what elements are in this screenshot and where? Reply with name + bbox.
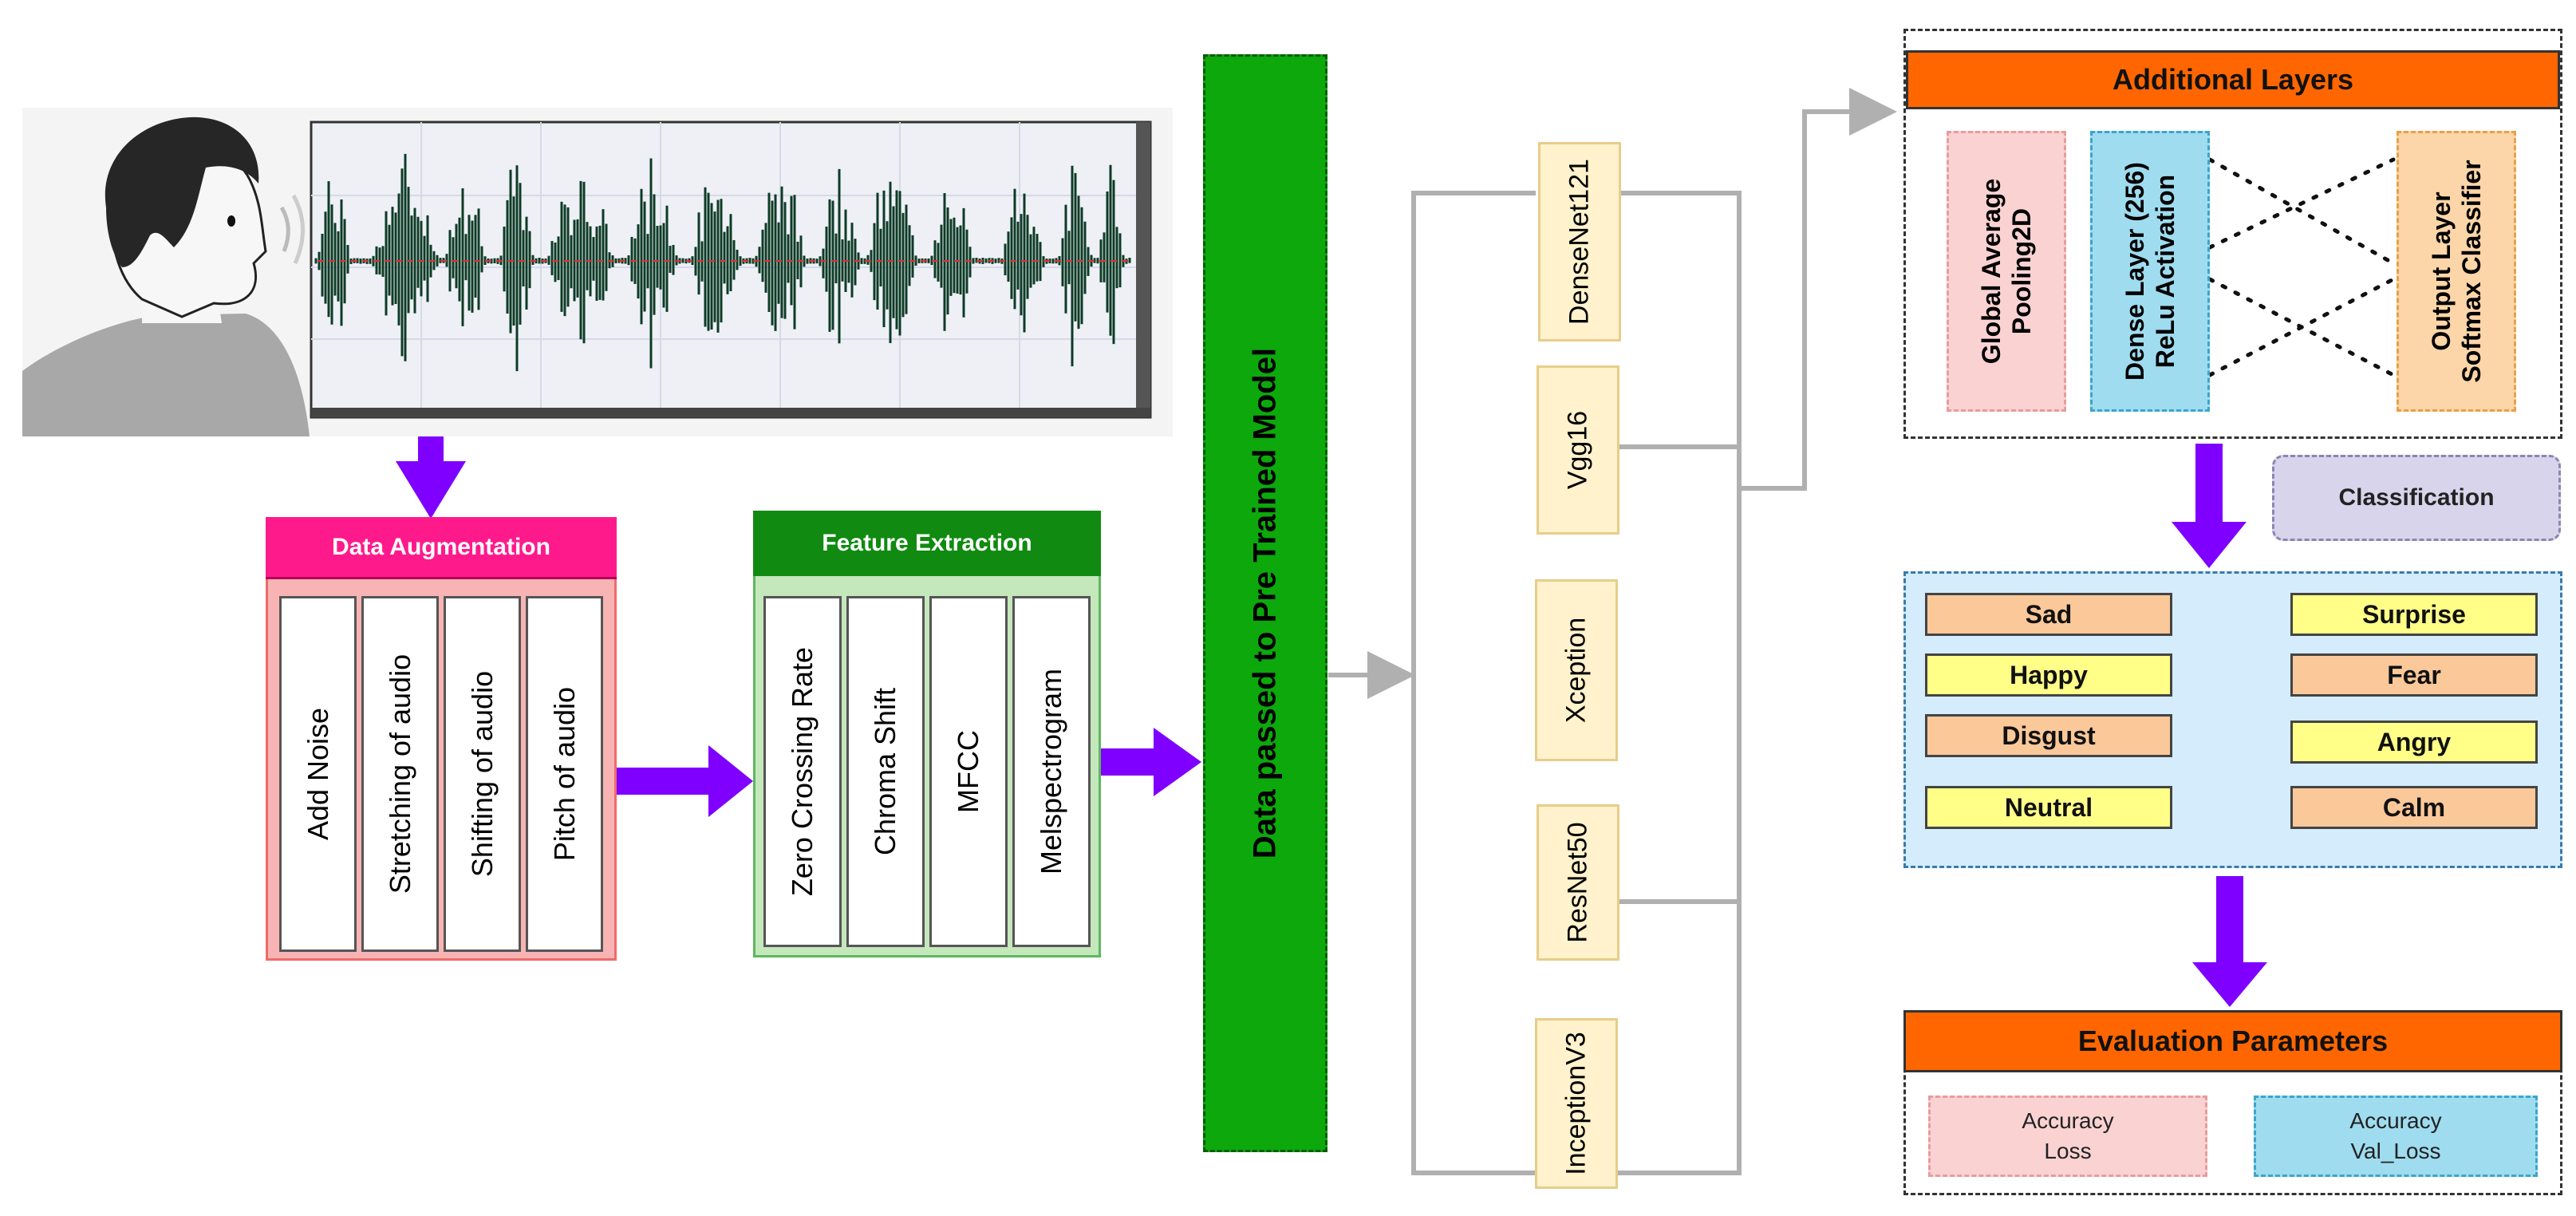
emotion-fear: Fear	[2290, 653, 2538, 697]
speaker-and-waveform	[22, 116, 1152, 436]
classification-label: Classification	[2338, 484, 2495, 511]
arrow-augmentation-to-features-head	[708, 745, 753, 817]
pretrained-model-bar: Data passed to Pre Trained Model	[1203, 54, 1327, 1152]
augmentation-columns: Add Noise Stretching of audio Shifting o…	[279, 596, 603, 952]
augmentation-shifting: Shifting of audio	[444, 596, 521, 952]
evaluation-panel: Evaluation Parameters Accuracy Loss Accu…	[1903, 1010, 2562, 1195]
layer-output-softmax: Output Layer Softmax Classifier	[2397, 131, 2516, 412]
augmentation-stretching: Stretching of audio	[361, 596, 439, 952]
evaluation-train-metrics: Accuracy Loss	[1928, 1096, 2207, 1177]
feature-extraction-title: Feature Extraction	[753, 511, 1101, 576]
emotion-calm: Calm	[2290, 786, 2538, 829]
model-vgg16: Vgg16	[1537, 365, 1619, 535]
data-augmentation-title: Data Augmentation	[266, 517, 617, 579]
additional-layers-panel: Additional Layers	[1903, 29, 2562, 439]
data-augmentation-block: Data Augmentation Add Noise Stretching o…	[266, 517, 617, 961]
arrow-features-to-pretrained-head	[1154, 728, 1201, 796]
emotion-neutral: Neutral	[1925, 786, 2172, 829]
arrow-layers-to-classes-head	[2172, 522, 2247, 568]
feature-extraction-block: Feature Extraction Zero Crossing Rate Ch…	[753, 511, 1101, 957]
emotion-angry: Angry	[2290, 721, 2538, 764]
emotion-sad: Sad	[1925, 593, 2172, 636]
evaluation-title: Evaluation Parameters	[1903, 1010, 2562, 1072]
arrow-classes-to-evaluation-head	[2192, 962, 2267, 1007]
arrow-layers-to-classes	[2195, 444, 2223, 523]
model-densenet121: DenseNet121	[1538, 142, 1621, 342]
dense-to-output-links	[2207, 157, 2396, 377]
augmentation-add-noise: Add Noise	[279, 596, 357, 952]
waveform-timeline	[311, 408, 1150, 417]
feature-mfcc: MFCC	[929, 596, 1008, 947]
train-metric-accuracy: Accuracy	[2022, 1108, 2114, 1133]
augmentation-pitch: Pitch of audio	[526, 596, 603, 952]
model-inceptionv3: InceptionV3	[1535, 1018, 1618, 1189]
arrow-features-to-pretrained	[1101, 748, 1157, 776]
emotion-classes-panel: Sad Happy Disgust Neutral Surprise Fear …	[1903, 571, 2562, 868]
evaluation-validation-metrics: Accuracy Val_Loss	[2254, 1096, 2538, 1177]
emotion-surprise: Surprise	[2290, 593, 2538, 636]
layer-global-average-pooling: Global Average Pooling2D	[1947, 131, 2066, 412]
arrow-wave-to-augmentation-head	[396, 461, 466, 519]
waveform-scrollbar	[1136, 122, 1150, 417]
arrow-augmentation-to-features	[616, 768, 712, 795]
dense-line-2: ReLu Activation	[2151, 174, 2180, 369]
speaker-icon	[22, 116, 310, 436]
bracket-right	[1615, 191, 1742, 1175]
feature-zero-crossing-rate: Zero Crossing Rate	[763, 596, 842, 947]
val-metric-val-loss: Val_Loss	[2350, 1139, 2441, 1163]
model-resnet50: ResNet50	[1537, 804, 1619, 961]
dense-line-1: Dense Layer (256)	[2120, 162, 2149, 381]
output-line-1: Output Layer	[2427, 191, 2456, 351]
output-line-2: Softmax Classifier	[2457, 160, 2486, 383]
audio-waveform	[314, 153, 1131, 372]
purple-arrows	[396, 424, 2267, 1007]
emotion-happy: Happy	[1925, 653, 2172, 697]
layer-dense-relu: Dense Layer (256) ReLu Activation	[2090, 131, 2210, 412]
classification-badge: Classification	[2272, 455, 2561, 541]
gap-line-1: Global Average	[1977, 178, 2006, 365]
arrow-classes-to-evaluation	[2216, 876, 2243, 964]
connector-models-to-layers	[1739, 88, 1897, 491]
val-metric-accuracy: Accuracy	[2349, 1108, 2442, 1133]
gap-line-2: Pooling2D	[2007, 207, 2036, 335]
feature-melspectrogram: Melspectrogram	[1012, 596, 1091, 947]
feature-columns: Zero Crossing Rate Chroma Shift MFCC Mel…	[763, 596, 1091, 947]
emotion-disgust: Disgust	[1925, 714, 2172, 757]
model-xception: Xception	[1535, 579, 1618, 761]
bracket-left	[1411, 191, 1536, 1175]
additional-layers-title: Additional Layers	[1906, 50, 2560, 109]
gray-connectors	[1328, 88, 1897, 1175]
feature-chroma-shift: Chroma Shift	[846, 596, 925, 947]
pretrained-model-label: Data passed to Pre Trained Model	[1247, 347, 1283, 859]
train-metric-loss: Loss	[2044, 1139, 2092, 1163]
speech-illustration	[22, 108, 1173, 436]
